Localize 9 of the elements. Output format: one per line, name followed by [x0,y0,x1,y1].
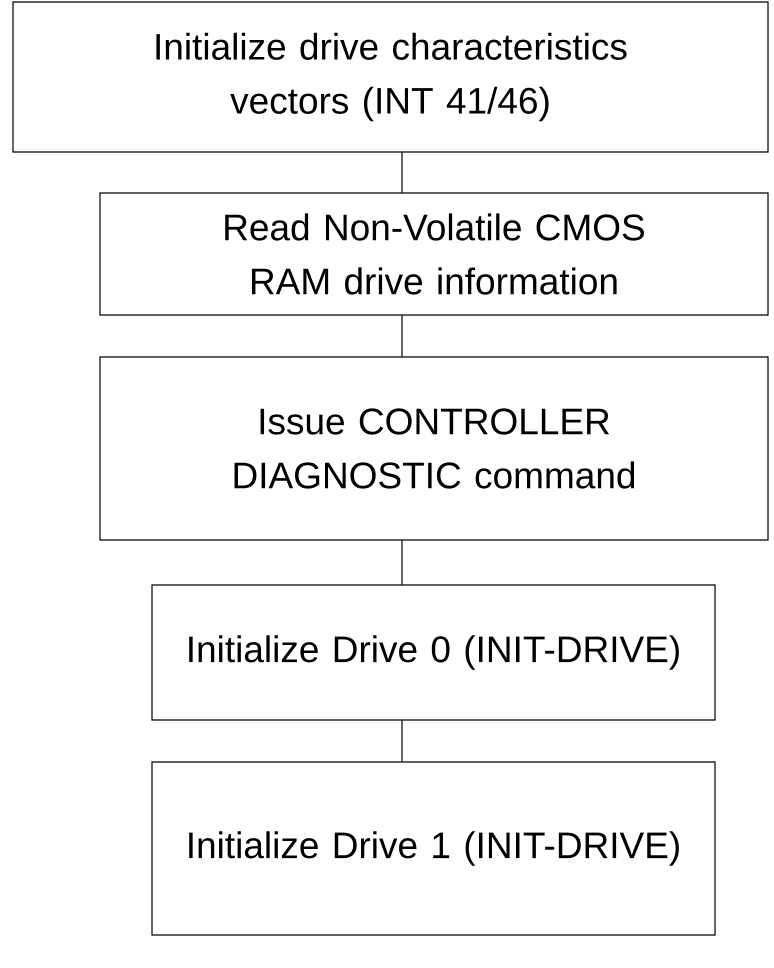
process-box: Initialize Drive 1 (INIT-DRIVE) [151,761,716,936]
connector-line [401,540,403,584]
process-box: Read Non-Volatile CMOS RAM drive information [99,192,769,316]
process-box: Initialize drive characteristics vectors (INT 41/46) [12,1,769,153]
connector-line [401,720,403,762]
process-box: Initialize Drive 0 (INIT-DRIVE) [151,584,716,721]
process-box: Issue CONTROLLER DIAGNOSTIC command [99,356,769,541]
connector-line [401,152,403,192]
connector-line [401,316,403,356]
